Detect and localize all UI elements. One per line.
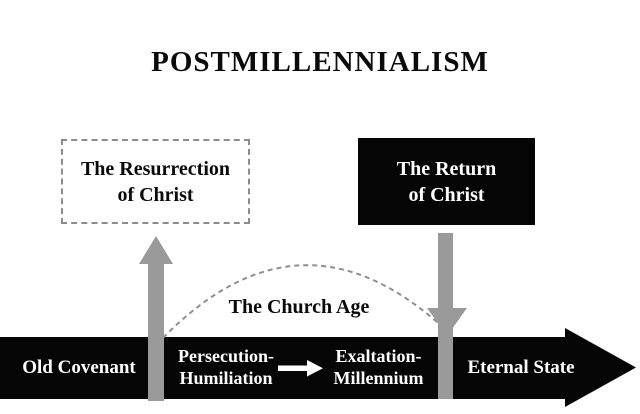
- diagram-title: POSTMILLENNIALISM: [151, 46, 489, 78]
- church-age-arc: [162, 264, 448, 339]
- timeline-segment-exaltation: Exaltation- Millennium: [328, 345, 429, 389]
- church-age-label: The Church Age: [228, 296, 370, 318]
- persecution-line1: Persecution-: [178, 346, 274, 366]
- up-arrow-shaft: [148, 261, 164, 401]
- resurrection-box-line2: of Christ: [117, 183, 194, 206]
- timeline-segment-eternal-state: Eternal State: [467, 357, 575, 378]
- up-arrow-icon: [139, 236, 173, 264]
- return-box-line2: of Christ: [408, 183, 485, 206]
- return-box: The Return of Christ: [358, 138, 535, 225]
- resurrection-box-line1: The Resurrection: [80, 157, 231, 180]
- resurrection-box: The Resurrection of Christ: [61, 139, 250, 224]
- exaltation-line2: Millennium: [333, 368, 424, 388]
- persecution-line2: Humiliation: [179, 368, 273, 388]
- exaltation-line1: Exaltation-: [335, 346, 422, 366]
- timeline-segment-old-covenant: Old Covenant: [22, 357, 136, 378]
- down-arrow-icon: [427, 308, 467, 336]
- timeline-segment-persecution: Persecution- Humiliation: [168, 345, 284, 389]
- return-box-line1: The Return: [396, 157, 497, 180]
- transition-arrow-icon: [278, 360, 323, 377]
